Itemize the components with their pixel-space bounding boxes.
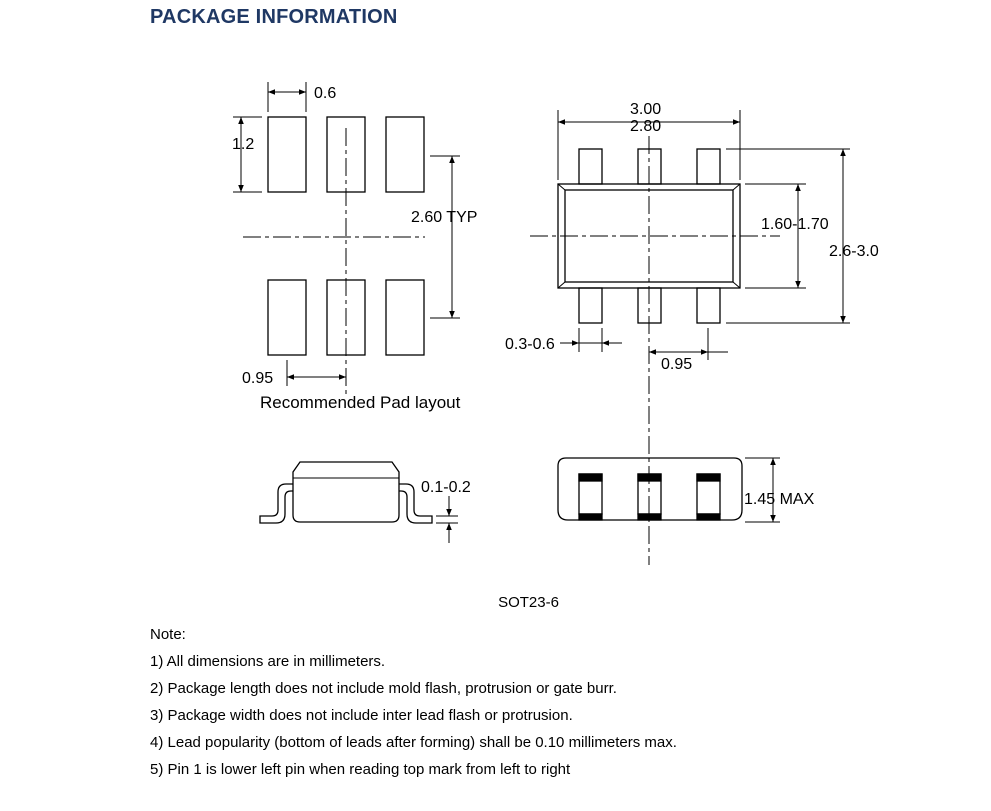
- front-dim-height-label: 1.45 MAX: [744, 491, 815, 508]
- lead-bottom-1: [578, 287, 603, 324]
- note-item: 2) Package length does not include mold …: [150, 680, 617, 697]
- page-title: PACKAGE INFORMATION: [150, 6, 398, 28]
- notes-section: Note: 1) All dimensions are in millimete…: [150, 621, 677, 783]
- side-lead-left: [259, 483, 293, 524]
- top-dim-lead-width-label: 0.3-0.6: [505, 336, 555, 353]
- side-view: [259, 461, 458, 543]
- pad-dim-width-label: 0.6: [314, 85, 336, 102]
- front-view: [557, 457, 780, 523]
- note-item: 1) All dimensions are in millimeters.: [150, 653, 386, 670]
- lead-top-3: [696, 148, 721, 185]
- note-item: 3) Package width does not include inter …: [150, 707, 573, 724]
- side-dim-lead-thickness-label: 0.1-0.2: [421, 479, 471, 496]
- pad-bottom-1: [267, 279, 307, 356]
- pad-layout-view: [233, 82, 460, 395]
- side-lead-right: [399, 483, 433, 524]
- top-view: [530, 110, 850, 565]
- pad-top-1: [267, 116, 307, 193]
- top-dim-length-min-label: 2.80: [630, 118, 661, 135]
- front-body: [557, 457, 743, 521]
- pad-bottom-3: [385, 279, 425, 356]
- side-body: [292, 461, 400, 523]
- note-item: 5) Pin 1 is lower left pin when reading …: [150, 761, 571, 778]
- lead-top-1: [578, 148, 603, 185]
- top-dim-pitch-label: 0.95: [661, 356, 692, 373]
- notes-heading: Note:: [150, 626, 186, 643]
- pad-dim-height-label: 1.2: [232, 136, 254, 153]
- package-name: SOT23-6: [498, 594, 559, 611]
- top-dim-overall-width-label: 2.6-3.0: [829, 243, 879, 260]
- pad-layout-caption: Recommended Pad layout: [260, 393, 461, 412]
- note-item: 4) Lead popularity (bottom of leads afte…: [150, 734, 677, 751]
- lead-bottom-3: [696, 287, 721, 324]
- top-dim-body-width-label: 1.60-1.70: [761, 216, 829, 233]
- pad-dim-spacing-label: 2.60 TYP: [411, 209, 477, 226]
- top-dim-length-max-label: 3.00: [630, 101, 661, 118]
- pad-dim-pitch-label: 0.95: [242, 370, 273, 387]
- pad-top-3: [385, 116, 425, 193]
